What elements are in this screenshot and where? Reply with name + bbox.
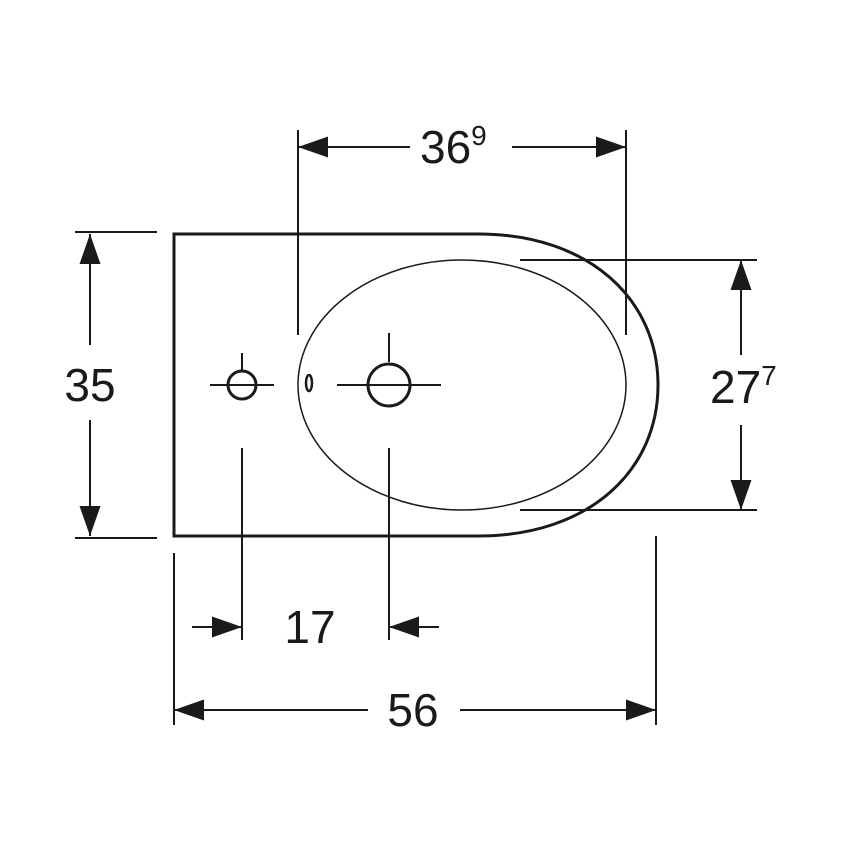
overflow-slot bbox=[304, 373, 314, 393]
drain-hole-crosshair bbox=[337, 333, 441, 640]
bowl-outline bbox=[297, 259, 627, 511]
dimension-length bbox=[173, 536, 657, 725]
dimension-bowl-length-label: 369 bbox=[420, 120, 487, 173]
dimension-bowl-length bbox=[297, 130, 627, 335]
tap-hole-crosshair bbox=[210, 353, 274, 640]
dimension-bowl-width bbox=[520, 259, 757, 511]
dimension-height-label: 35 bbox=[64, 359, 115, 411]
dimension-bowl-width-label: 277 bbox=[710, 360, 777, 413]
bidet-outline bbox=[172, 232, 660, 538]
dimension-hole-spacing-label: 17 bbox=[284, 601, 335, 653]
dimension-length-label: 56 bbox=[387, 684, 438, 736]
dimension-height bbox=[75, 231, 157, 539]
